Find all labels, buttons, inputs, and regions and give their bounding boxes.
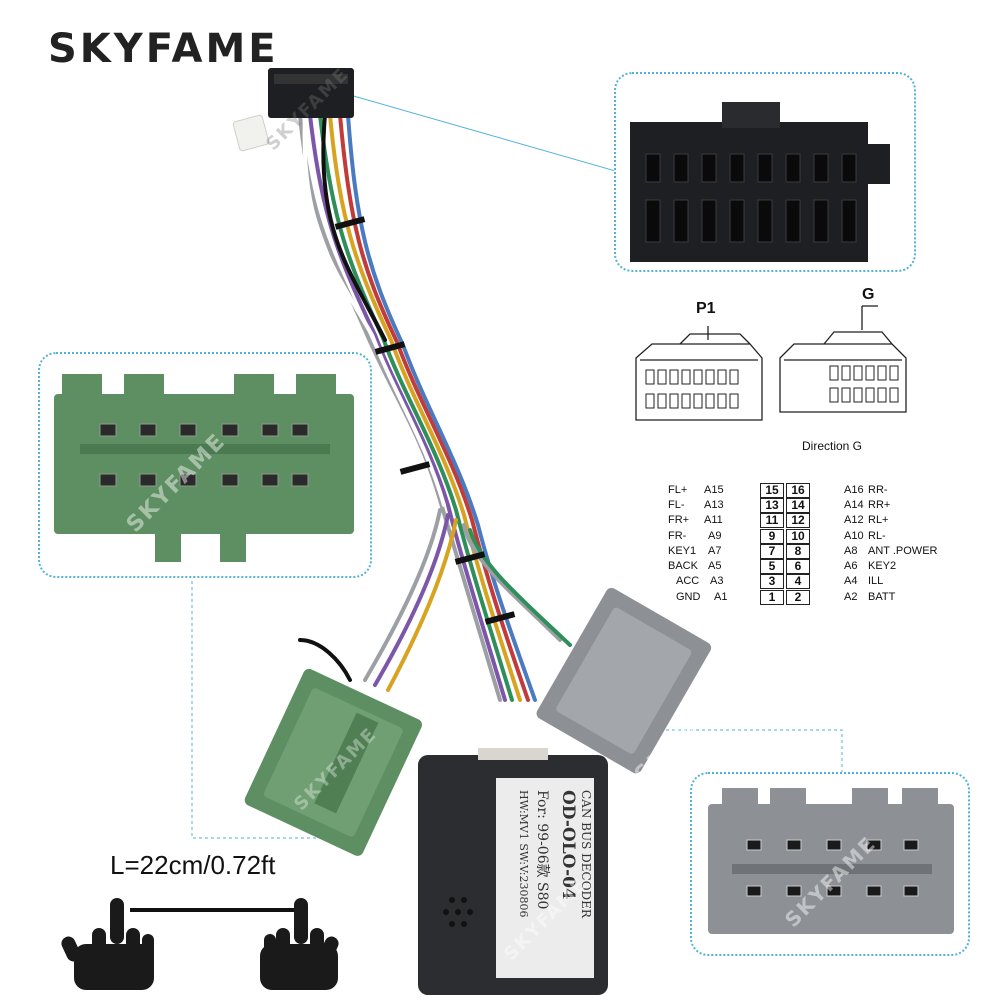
leader-line-left [191,575,360,839]
pin-name-left: KEY1 [668,545,697,557]
pin-id-left: A5 [708,560,722,572]
pin-number-right: 2 [786,590,810,605]
pin-id-right: A2 [844,591,858,603]
pin-number-left: 7 [760,544,784,559]
diagram-label-p1: P1 [696,300,716,317]
callout-green-connector [38,352,372,578]
gray-connector-photo [536,587,712,774]
length-indicator [61,898,339,990]
green-connector-closeup [54,374,354,562]
pin-number-left: 15 [760,483,784,498]
pin-id-right: A10 [844,530,864,542]
pin-number-right: 10 [786,529,810,544]
pin-number-right: 6 [786,559,810,574]
pin-id-right: A4 [844,575,858,587]
green-connector-photo [244,668,422,856]
module-line-1: CAN BUS DECODER [579,790,593,918]
pin-number-right: 8 [786,544,810,559]
pin-id-left: A7 [708,545,722,557]
pin-id-left: A9 [708,530,722,542]
module-label-sticker [496,778,594,978]
pin-name-right: RL- [868,530,886,542]
pin-name-left: FR- [668,530,687,542]
module-line-4: HW:MV1 SW:V:230806 [517,790,530,918]
callout-gray-connector [690,772,970,956]
pin-id-left: A1 [714,591,728,603]
wire-bundle [298,113,572,702]
pin-name-right: ANT .POWER [868,545,938,557]
pin-name-right: KEY2 [868,560,897,572]
zip-tie [374,341,406,355]
pin-name-left: FR+ [668,514,690,526]
pin-name-right: BATT [868,591,896,603]
zip-tie [454,551,486,565]
pin-number-left: 3 [760,574,784,589]
pin-id-right: A16 [844,484,864,496]
length-label: L=22cm/0.72ft [110,850,276,880]
pin-number-right: 16 [786,483,810,498]
pinout-table: FL+ A15 15 16 A16 RR- FL- A13 13 14 A14 … [668,478,968,613]
pin-id-left: A15 [704,484,724,496]
leader-line-right [648,729,843,772]
pin-number-left: 9 [760,529,784,544]
pin-number-right: 4 [786,574,810,589]
pin-id-right: A6 [844,560,858,572]
pin-id-left: A13 [704,499,724,511]
module-line-3: For: 99-06款 S80 [534,790,550,910]
diagram-label-g: G [862,286,875,303]
pin-id-right: A12 [844,514,864,526]
black-connector-closeup [630,102,890,262]
pin-name-left: BACK [668,560,698,572]
pin-number-left: 5 [760,559,784,574]
leader-line-top [349,94,641,179]
pin-id-left: A11 [704,514,723,526]
connector-line-diagram [635,305,907,421]
direction-label: Direction G [802,439,863,453]
pin-number-right: 12 [786,513,810,528]
zip-tie [334,216,366,230]
pin-name-left: FL- [668,499,685,511]
gray-connector-closeup [708,788,954,934]
pin-id-left: A3 [710,575,724,587]
white-connector [232,114,270,152]
callout-black-connector [614,72,916,272]
zip-tie [399,461,431,475]
pin-name-left: FL+ [668,484,688,496]
brand-logo: SKYFAME [48,26,279,72]
pin-number-right: 14 [786,498,810,513]
pin-id-right: A8 [844,545,858,557]
pin-id-right: A14 [844,499,864,511]
hand-pointer-icon [260,898,339,990]
pin-name-right: ILL [868,575,884,587]
zip-tie [484,611,516,625]
pin-number-left: 1 [760,590,784,605]
hand-pointer-icon [61,898,154,990]
pin-number-left: 13 [760,498,784,513]
pin-name-left: ACC [676,575,700,587]
pin-number-left: 11 [760,513,784,528]
pin-name-left: GND [676,591,701,603]
pin-name-right: RR+ [868,499,891,511]
pin-name-right: RR- [868,484,888,496]
pin-name-right: RL+ [868,514,889,526]
